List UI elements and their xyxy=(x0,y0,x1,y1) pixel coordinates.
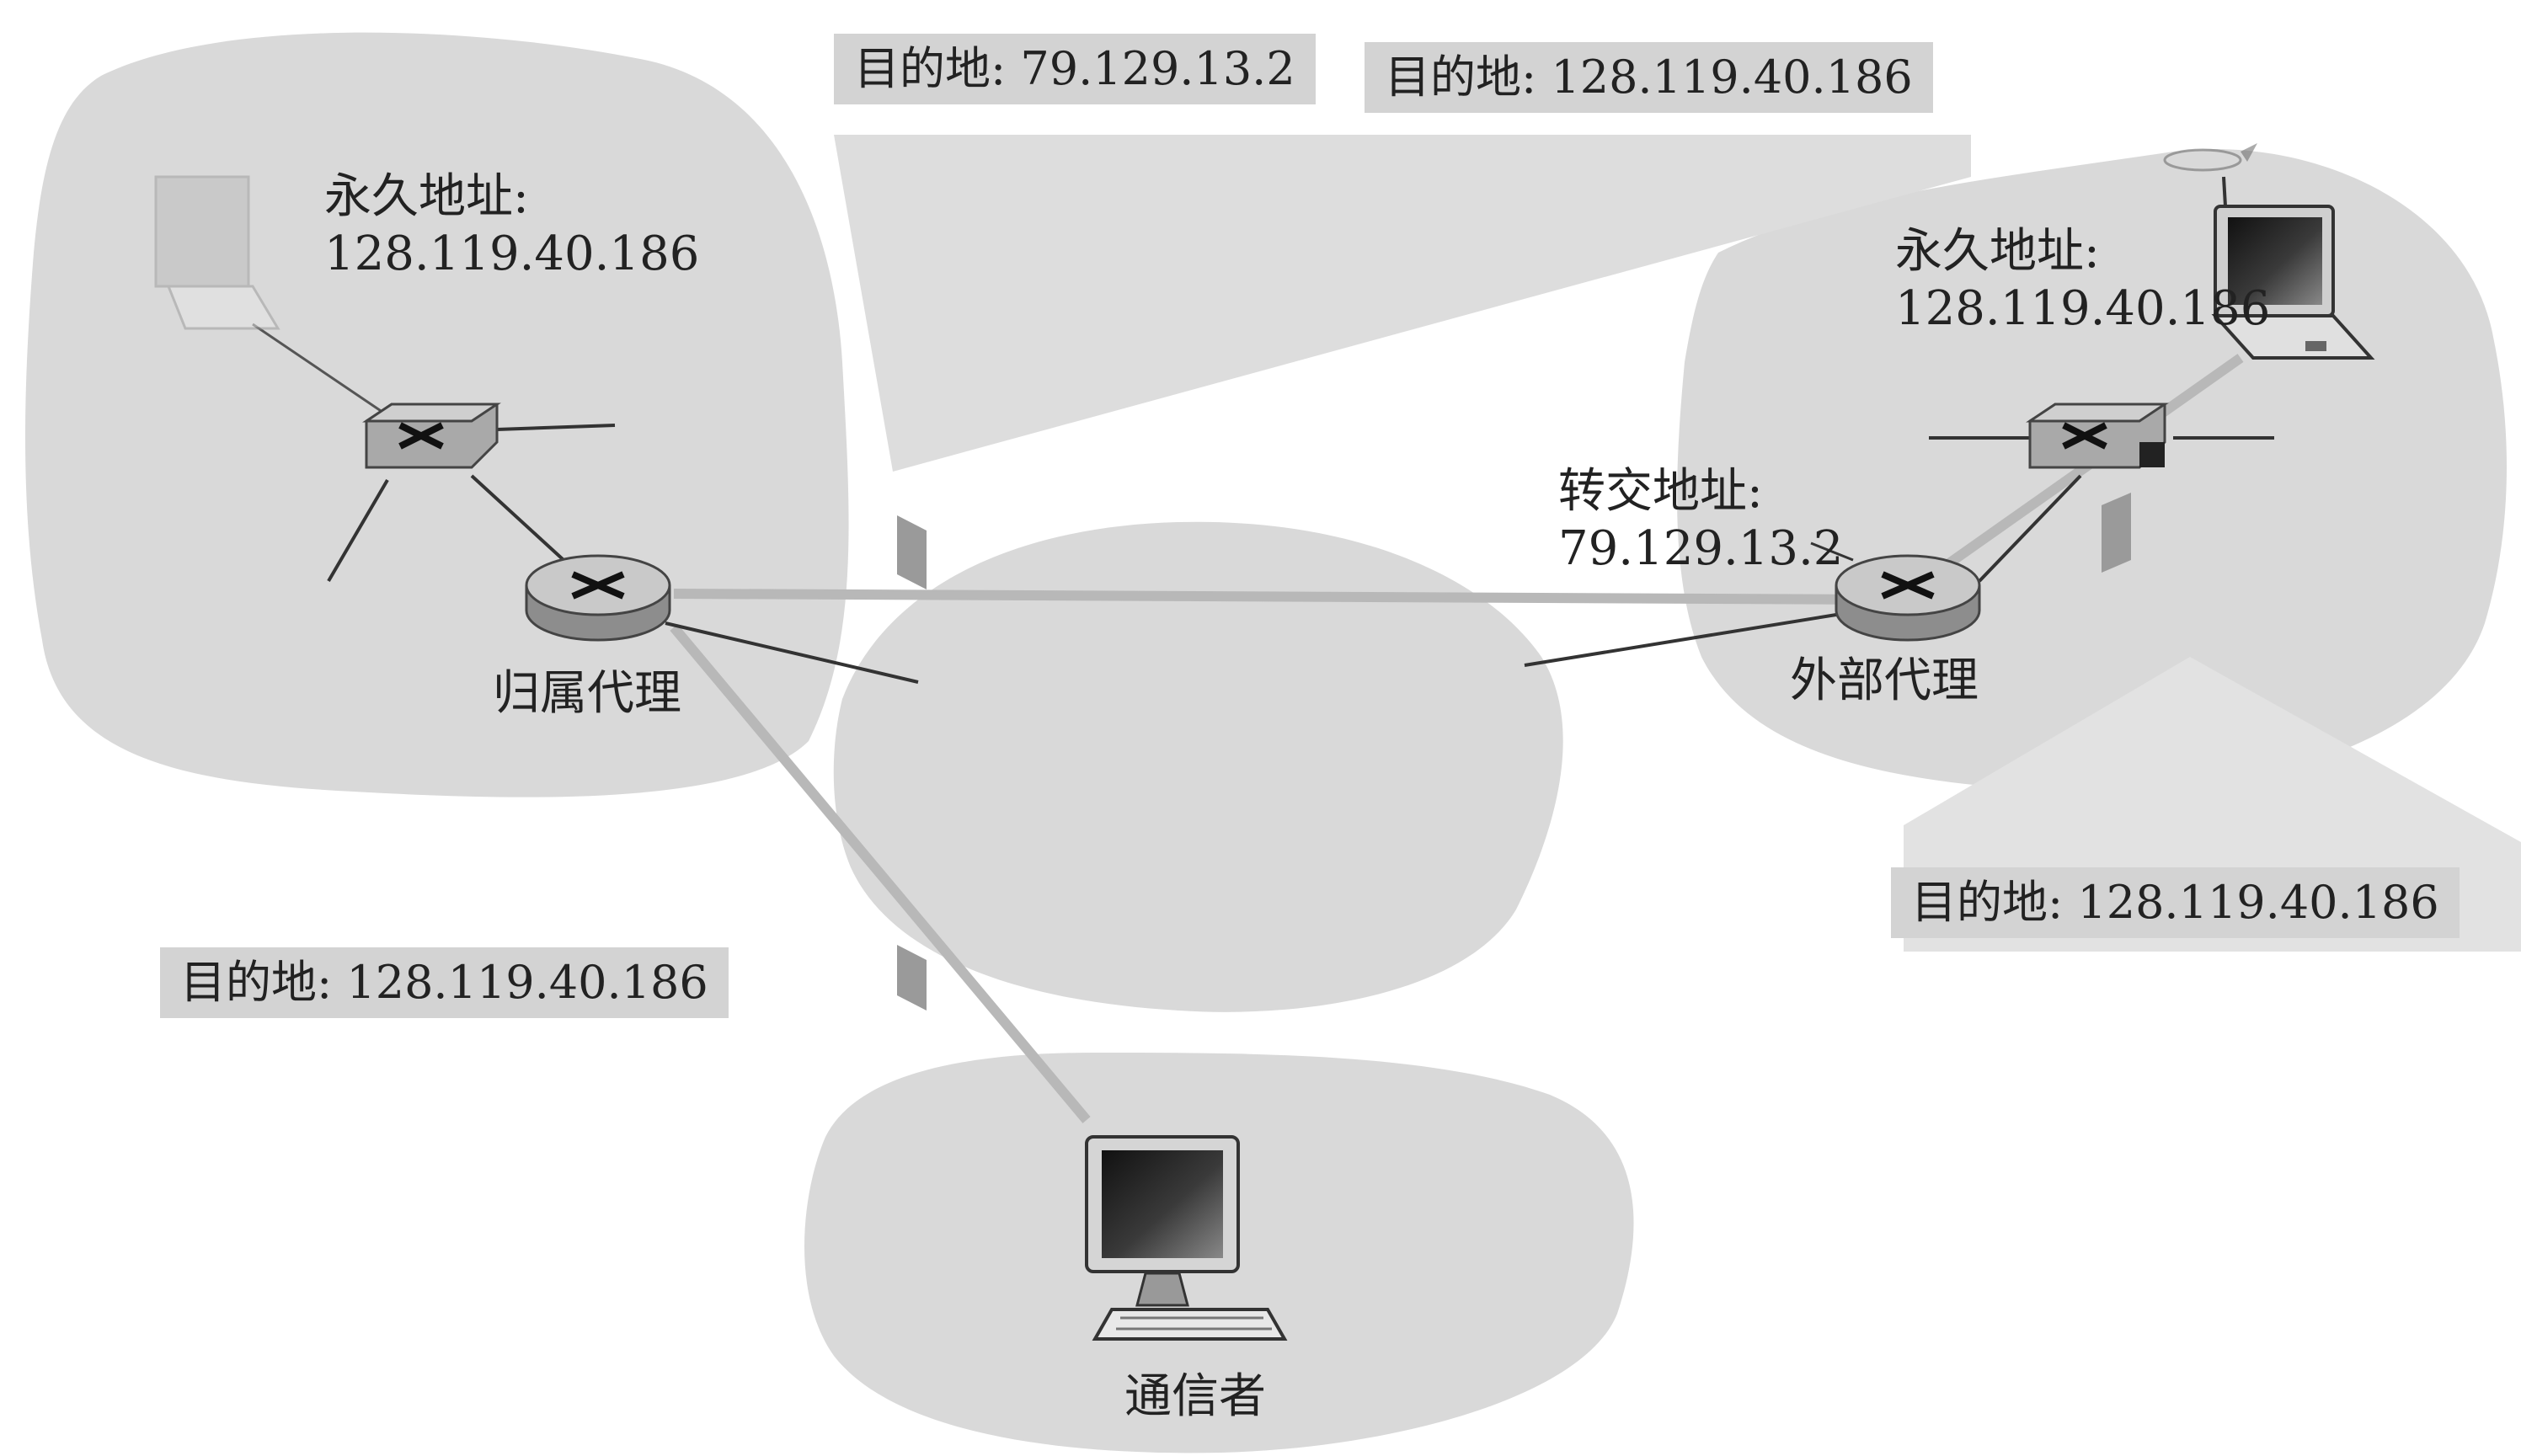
foreign-agent-label: 外部代理 xyxy=(1790,653,1979,708)
home-router-icon xyxy=(525,554,671,642)
foreign-permanent-address-label: 永久地址: 128.119.40.186 xyxy=(1895,223,2270,338)
home-switch-icon xyxy=(362,403,501,469)
original-packet-header: 目的地: 128.119.40.186 xyxy=(160,947,729,1018)
foreign-switch-icon xyxy=(2026,403,2169,469)
tunnel-packet-flag xyxy=(897,515,927,589)
original-packet-flag xyxy=(897,945,927,1011)
correspondent-computer-icon xyxy=(1085,1135,1288,1341)
home-router-to-core-link xyxy=(665,621,919,684)
home-agent-label: 归属代理 xyxy=(493,666,681,721)
home-switch-link-left xyxy=(327,478,389,583)
home-permanent-address-value: 128.119.40.186 xyxy=(324,227,700,281)
home-permanent-address-label: 永久地址: 128.119.40.186 xyxy=(324,168,699,283)
home-switch-link-right xyxy=(496,424,616,431)
wireless-signal-icon xyxy=(2163,143,2257,172)
core-to-foreign-router-link xyxy=(1524,613,1837,667)
care-of-address-title: 转交地址: xyxy=(1558,464,1763,519)
care-of-address-value: 79.129.13.2 xyxy=(1558,521,1844,576)
home-permanent-address-title: 永久地址: xyxy=(324,169,529,224)
encapsulated-packet-outer-header: 目的地: 79.129.13.2 xyxy=(834,34,1316,104)
decapsulated-packet-header: 目的地: 128.119.40.186 xyxy=(1891,867,2460,938)
final-packet-flag xyxy=(2102,493,2131,573)
foreign-laptop-icon xyxy=(2211,176,2375,360)
foreign-router-icon xyxy=(1835,554,1981,642)
home-switch-to-router-link xyxy=(470,474,574,570)
internet-core-cloud xyxy=(833,521,1563,1012)
encapsulated-packet-inner-header: 目的地: 128.119.40.186 xyxy=(1365,42,1933,113)
correspondent-to-home-agent-path xyxy=(670,624,1091,1123)
foreign-switch-to-router-link xyxy=(1978,474,2082,583)
tunnel-line xyxy=(673,589,1879,605)
care-of-address-label: 转交地址: 79.129.13.2 xyxy=(1558,463,1843,578)
foreign-permanent-address-title: 永久地址: xyxy=(1895,224,2100,279)
care-of-leader-line xyxy=(1810,541,1854,562)
home-laptop-icon xyxy=(154,175,280,330)
foreign-permanent-address-value: 128.119.40.186 xyxy=(1895,281,2271,336)
home-laptop-link xyxy=(252,323,397,423)
encapsulated-packet-wedge xyxy=(834,135,1971,472)
correspondent-label: 通信者 xyxy=(1124,1369,1266,1424)
foreign-agent-to-laptop-path xyxy=(1909,354,2244,594)
